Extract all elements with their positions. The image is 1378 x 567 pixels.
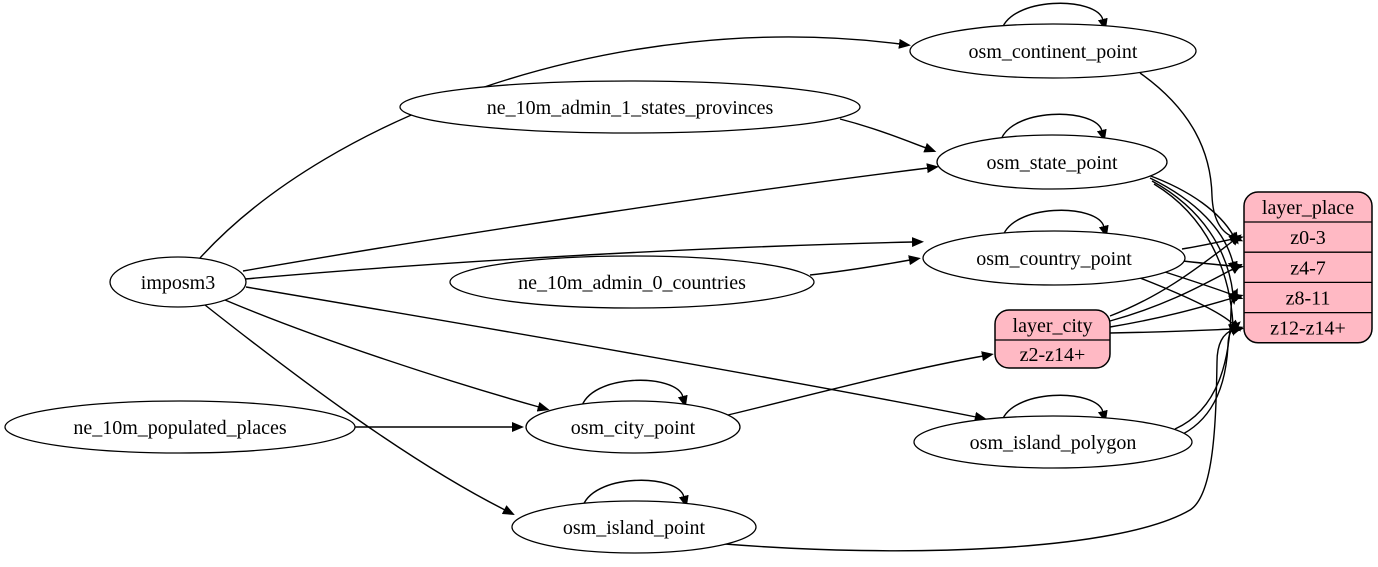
node-ne_10m_populated_places: ne_10m_populated_places (4, 400, 356, 454)
node-label-osm_island_polygon: osm_island_polygon (970, 432, 1137, 454)
record-row-layer_place-z4-7: z4-7 (1290, 257, 1326, 279)
node-shape-osm_city_point (525, 400, 741, 454)
record-row-layer_place-z8-11: z8-11 (1286, 288, 1331, 310)
edge-osm_island_polygon-to-layer_place.z12-z14+ (1182, 321, 1241, 435)
edge-osm_island_point-to-layer_place.z12-z14+ (724, 325, 1244, 552)
node-shape-osm_country_point (922, 230, 1186, 286)
record-shape-layer_place (1243, 191, 1373, 344)
edge-layer_city-to-layer_place.z0-3 (1109, 234, 1242, 317)
node-ne_10m_admin_1_states_provinces: ne_10m_admin_1_states_provinces (399, 80, 861, 134)
node-label-osm_state_point: osm_state_point (986, 152, 1118, 174)
node-label-imposm3: imposm3 (141, 272, 215, 294)
node-label-ne_10m_admin_1_states_provinces: ne_10m_admin_1_states_provinces (487, 97, 774, 119)
record-row-layer_place-z0-3: z0-3 (1290, 227, 1326, 249)
edge-osm_country_point-to-layer_place.z4-7 (1182, 260, 1244, 271)
record-header-layer_place: layer_place (1262, 197, 1354, 219)
node-osm_country_point: osm_country_point (922, 230, 1186, 286)
edge-osm_continent_point-to-layer_place.z0-3 (1139, 72, 1244, 242)
node-shape-ne_10m_populated_places (4, 400, 356, 454)
record-header-layer_city: layer_city (1013, 315, 1093, 337)
self-loop-osm_city_point (580, 379, 688, 410)
edge-osm_state_point-to-layer_place.z4-7 (1149, 177, 1238, 274)
node-label-osm_continent_point: osm_continent_point (969, 41, 1138, 63)
node-imposm3: imposm3 (109, 256, 247, 308)
self-loop-osm_island_point (581, 479, 689, 510)
record-shape-layer_city (994, 309, 1111, 369)
node-label-osm_country_point: osm_country_point (976, 248, 1132, 270)
node-label-osm_island_point: osm_island_point (563, 517, 706, 539)
edge-ne_10m_admin_1_states_provinces-to-osm_state_point (839, 118, 937, 153)
edge-imposm3-to-osm_continent_point (199, 36, 911, 259)
node-ne_10m_admin_0_countries: ne_10m_admin_0_countries (449, 255, 815, 309)
node-shape-osm_state_point (936, 134, 1168, 190)
edge-osm_city_point-to-layer_city.z2-z14+ (727, 351, 994, 416)
node-osm_city_point: osm_city_point (525, 400, 741, 454)
edge-osm_state_point-to-layer_place.z8-11 (1151, 180, 1238, 305)
node-shape-osm_continent_point (909, 23, 1197, 79)
record-row-layer_city-z2-z14+: z2-z14+ (1020, 344, 1086, 366)
node-osm_island_point: osm_island_point (511, 500, 757, 554)
record-row-layer_place-z12-z14+: z12-z14+ (1270, 318, 1346, 340)
edge-osm_state_point-to-layer_place.z0-3 (1147, 174, 1239, 245)
node-shape-osm_island_polygon (913, 415, 1193, 469)
node-shape-ne_10m_admin_1_states_provinces (399, 80, 861, 134)
self-loop-osm_island_polygon (1000, 394, 1108, 425)
edge-layer_city-to-layer_place.z4-7 (1109, 263, 1243, 322)
edge-osm_country_point-to-layer_place.z12-z14+ (1139, 277, 1242, 332)
self-loop-osm_country_point (1001, 209, 1109, 240)
node-shape-ne_10m_admin_0_countries (449, 255, 815, 309)
record-layer_city: layer_city z2-z14+ (994, 309, 1111, 369)
edge-imposm3-to-osm_city_point (224, 299, 550, 412)
edge-imposm3-to-osm_island_point (204, 304, 515, 515)
node-osm_continent_point: osm_continent_point (909, 23, 1197, 79)
node-osm_island_polygon: osm_island_polygon (913, 415, 1193, 469)
edge-layer_city-to-layer_place.z12-z14+ (1109, 324, 1244, 335)
edge-ne_10m_admin_0_countries-to-osm_country_point (809, 255, 921, 276)
node-shape-osm_island_point (511, 500, 757, 554)
node-label-ne_10m_admin_0_countries: ne_10m_admin_0_countries (518, 272, 746, 294)
self-loop-osm_continent_point (1000, 2, 1108, 33)
edge-imposm3-to-osm_island_polygon (245, 286, 987, 422)
node-label-ne_10m_populated_places: ne_10m_populated_places (73, 417, 286, 439)
node-shape-imposm3 (109, 256, 247, 308)
record-layer_place: layer_place z0-3 z4-7 z8-11 z12-z14+ (1243, 191, 1373, 344)
edge-imposm3-to-osm_country_point (244, 237, 924, 280)
node-osm_state_point: osm_state_point (936, 134, 1168, 190)
edge-layer_city-to-layer_place.z8-11 (1109, 293, 1244, 328)
edge-imposm3-to-osm_state_point (242, 163, 939, 272)
self-loop-osm_state_point (999, 113, 1107, 144)
node-label-osm_city_point: osm_city_point (571, 417, 696, 439)
